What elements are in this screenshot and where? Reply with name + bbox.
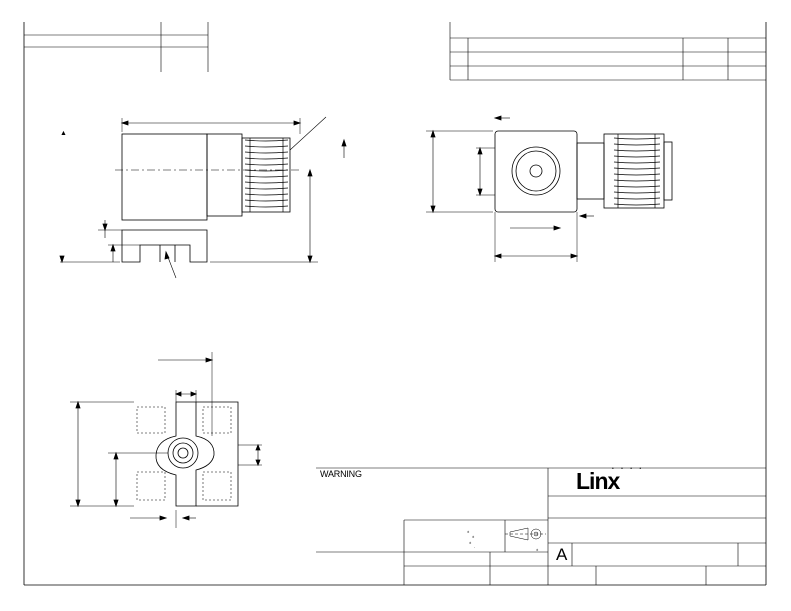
footprint-view <box>70 352 262 528</box>
revision-table <box>449 22 766 81</box>
side-view-tick-label: ▲ <box>60 130 67 137</box>
svg-text:±: ± <box>472 534 475 539</box>
side-view <box>59 116 347 279</box>
front-view <box>426 115 673 262</box>
tolerance-marks: ± ± ± · ± <box>467 529 539 552</box>
logo-dots: • • • • <box>612 466 645 472</box>
sheet-border <box>23 22 767 586</box>
title-block <box>316 467 766 585</box>
svg-text:±: ± <box>469 540 472 545</box>
warning-label: WARNING <box>320 469 362 479</box>
top-left-table <box>24 22 209 72</box>
svg-text:±: ± <box>467 529 470 534</box>
svg-text:±: ± <box>536 547 539 552</box>
linx-logo: Linx <box>576 468 620 494</box>
projection-symbol <box>505 527 546 541</box>
svg-text:·: · <box>474 545 475 550</box>
revision-letter: A <box>556 545 568 564</box>
